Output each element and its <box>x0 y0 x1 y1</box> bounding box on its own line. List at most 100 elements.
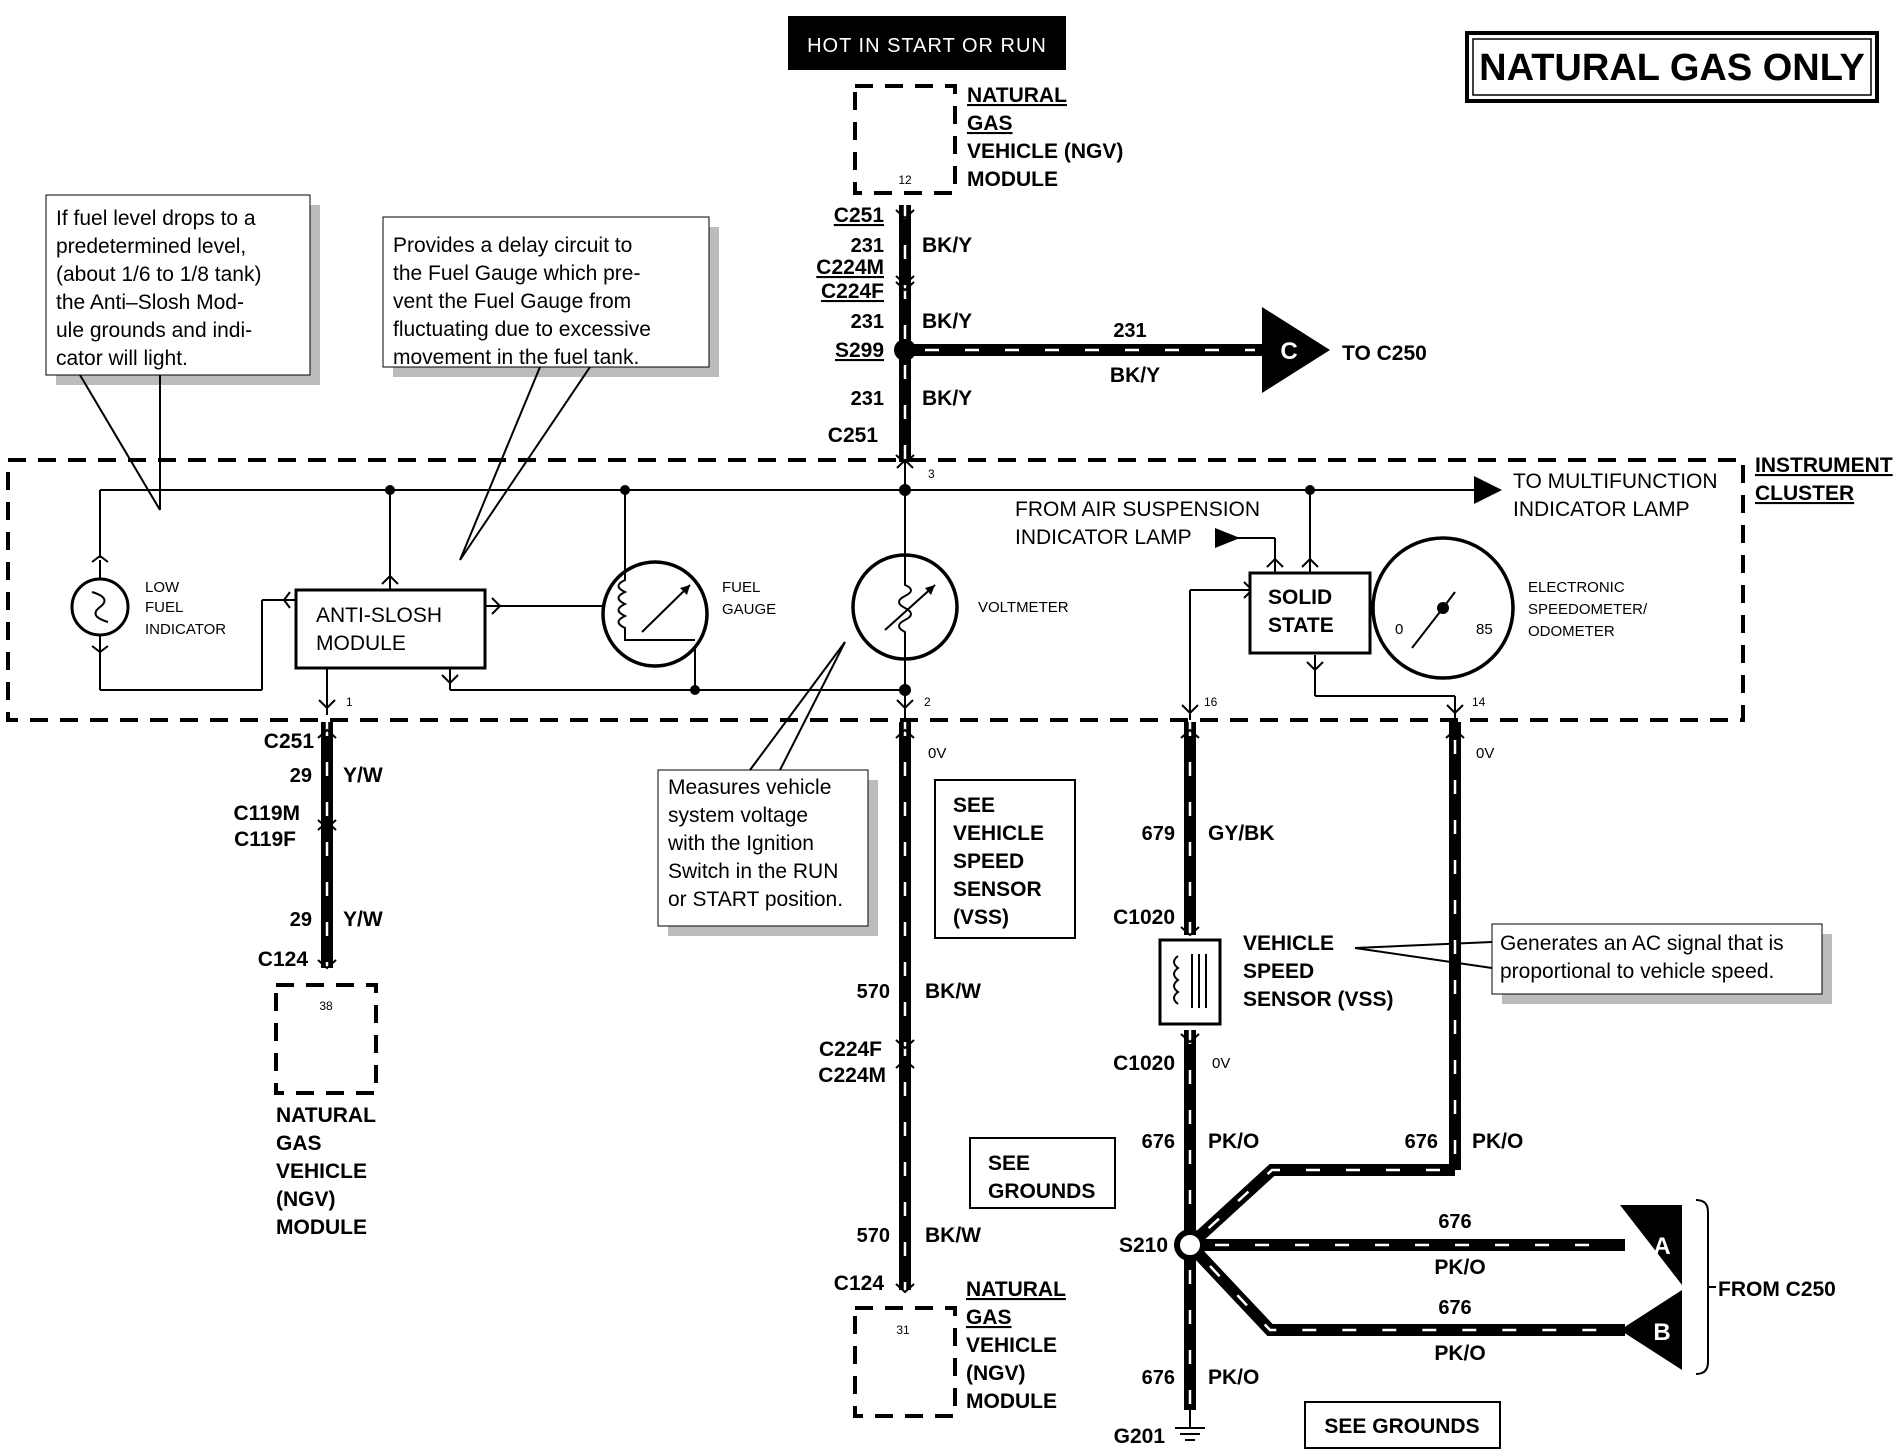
svg-text:Switch in the RUN: Switch in the RUN <box>668 860 838 883</box>
connector-c1020-bottom: C1020 <box>1113 1052 1175 1075</box>
wire-231-branch-to-c250: C <box>905 307 1330 393</box>
wire-676-b-color: PK/O <box>1434 1342 1485 1365</box>
wire-570-circuit-2: 570 <box>857 1225 890 1247</box>
svg-text:(NGV): (NGV) <box>276 1188 336 1211</box>
low-fuel-label-1: LOW <box>145 579 180 596</box>
svg-text:VEHICLE: VEHICLE <box>966 1334 1057 1357</box>
svg-text:with the Ignition: with the Ignition <box>667 832 814 855</box>
wire-231-branch-circuit: 231 <box>1113 320 1146 342</box>
svg-text:SENSOR: SENSOR <box>953 878 1042 901</box>
instrument-cluster-boundary <box>6 458 1745 722</box>
svg-text:movement in the fuel tank.: movement in the fuel tank. <box>393 346 639 369</box>
connector-c124-bottom: C124 <box>834 1272 885 1295</box>
wire-676-a-color: PK/O <box>1434 1256 1485 1279</box>
svg-text:GAS: GAS <box>966 1306 1012 1329</box>
to-c250-letter: C <box>1280 338 1297 365</box>
svg-text:MODULE: MODULE <box>276 1216 367 1239</box>
wire-676-color-1: PK/O <box>1208 1130 1259 1153</box>
speedo-label-1: ELECTRONIC <box>1528 579 1625 596</box>
svg-text:MODULE: MODULE <box>967 168 1058 191</box>
wire-570-circuit-1: 570 <box>857 981 890 1003</box>
svg-text:12: 12 <box>898 173 912 187</box>
wire-676-b-circuit: 676 <box>1438 1297 1471 1319</box>
splice-s210 <box>1174 1229 1206 1261</box>
letter-a: A <box>1653 1233 1670 1260</box>
connector-c224f-top: C224F <box>821 280 884 303</box>
wire-676-ground-circuit: 676 <box>1142 1367 1175 1389</box>
wire-231-circuit-3: 231 <box>851 388 884 410</box>
connector-c251-left: C251 <box>264 730 315 753</box>
svg-text:SEE GROUNDS: SEE GROUNDS <box>1324 1415 1479 1438</box>
to-c250-label: TO C250 <box>1342 342 1427 365</box>
svg-text:38: 38 <box>319 999 333 1013</box>
letter-b: B <box>1653 1319 1670 1346</box>
wire-231-color-3: BK/Y <box>922 387 972 410</box>
wire-676-vss-to-ground <box>1180 1030 1200 1410</box>
voltmeter-icon <box>851 553 959 661</box>
wire-29-color-1: Y/W <box>343 764 383 787</box>
svg-text:VEHICLE: VEHICLE <box>276 1160 367 1183</box>
connector-c124-left: C124 <box>258 948 309 971</box>
voltage-pin14: 0V <box>1476 745 1494 762</box>
wire-231-circuit-1: 231 <box>851 235 884 257</box>
low-fuel-label-2: FUEL <box>145 599 183 616</box>
svg-text:NATURAL GAS ONLY: NATURAL GAS ONLY <box>1479 47 1865 89</box>
wire-231-color-1: BK/Y <box>922 234 972 257</box>
wire-29 <box>317 722 337 970</box>
speedometer-icon <box>1371 536 1515 680</box>
vss-label-3: SENSOR (VSS) <box>1243 988 1394 1011</box>
from-air-suspension-label-1: FROM AIR SUSPENSION <box>1015 498 1260 521</box>
pin-1: 1 <box>346 695 353 709</box>
to-multifunction-label-2: INDICATOR LAMP <box>1513 498 1690 521</box>
connector-c119f: C119F <box>234 828 296 851</box>
voltage-vss: 0V <box>1212 1055 1230 1072</box>
svg-text:the Fuel Gauge which pre-: the Fuel Gauge which pre- <box>393 262 640 285</box>
svg-text:(about 1/6 to 1/8 tank): (about 1/6 to 1/8 tank) <box>56 263 261 286</box>
svg-text:fluctuating due to excessive: fluctuating due to excessive <box>393 318 651 341</box>
fuel-gauge-label-1: FUEL <box>722 579 760 596</box>
wire-570 <box>895 722 915 1294</box>
speedo-label-3: ODOMETER <box>1528 623 1615 640</box>
svg-text:VEHICLE: VEHICLE <box>953 822 1044 845</box>
svg-text:system voltage: system voltage <box>668 804 808 827</box>
connector-c224f-bottom: C224F <box>819 1038 882 1061</box>
svg-text:SEE: SEE <box>988 1152 1030 1175</box>
ngv-module-top: 12 NATURAL GAS VEHICLE (NGV) MODULE <box>853 84 1123 195</box>
wire-679 <box>1180 722 1200 937</box>
wire-676-color-2: PK/O <box>1472 1130 1523 1153</box>
svg-text:or START position.: or START position. <box>668 888 843 911</box>
wire-676-a-circuit: 676 <box>1438 1211 1471 1233</box>
connector-c251-mid: C251 <box>828 424 879 447</box>
svg-text:31: 31 <box>896 1323 910 1337</box>
svg-text:NATURAL: NATURAL <box>276 1104 376 1127</box>
svg-text:SPEED: SPEED <box>953 850 1024 873</box>
note-ac-signal: Generates an AC signal that is proportio… <box>1354 923 1832 1004</box>
svg-text:(NGV): (NGV) <box>966 1362 1026 1385</box>
low-fuel-indicator-lamp <box>70 554 130 654</box>
anti-slosh-module <box>294 588 487 670</box>
to-multifunction-label-1: TO MULTIFUNCTION <box>1513 470 1718 493</box>
ground-g201-label: G201 <box>1114 1425 1166 1448</box>
splice-s210-label: S210 <box>1119 1234 1168 1257</box>
from-c250-label: FROM C250 <box>1718 1278 1836 1301</box>
svg-text:Provides a delay circuit to: Provides a delay circuit to <box>393 234 632 257</box>
vss-label-2: SPEED <box>1243 960 1314 983</box>
wire-570-color-2: BK/W <box>925 1224 981 1247</box>
pin-2: 2 <box>924 695 931 709</box>
fuel-gauge-icon <box>601 560 709 668</box>
instrument-cluster-label-2: CLUSTER <box>1755 482 1854 505</box>
instrument-cluster-label: INSTRUMENT <box>1755 454 1893 477</box>
svg-text:If fuel level drops to a: If fuel level drops to a <box>56 207 256 230</box>
voltage-570: 0V <box>928 745 946 762</box>
ngv-module-bottom: 31 NATURAL GAS VEHICLE (NGV) MODULE <box>853 1278 1066 1418</box>
ngv-module-left: 38 NATURAL GAS VEHICLE (NGV) MODULE <box>274 983 378 1239</box>
wire-676-circuit-1: 676 <box>1142 1131 1175 1153</box>
wire-231-branch-color: BK/Y <box>1110 364 1160 387</box>
ground-g201-icon <box>1175 1410 1205 1441</box>
vehicle-speed-sensor-icon <box>1158 938 1222 1026</box>
voltmeter-label: VOLTMETER <box>978 599 1069 616</box>
connector-c224m-bottom: C224M <box>818 1064 886 1087</box>
note-delay-circuit: Provides a delay circuit to the Fuel Gau… <box>382 216 719 561</box>
natural-gas-only-title: NATURAL GAS ONLY <box>1465 31 1879 103</box>
